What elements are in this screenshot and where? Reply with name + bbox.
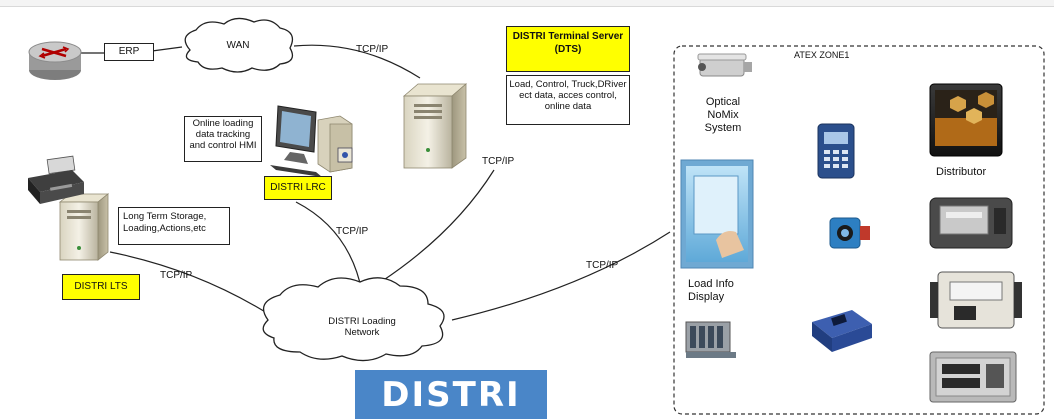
atex-zone-label: ATEX ZONE1 xyxy=(794,50,850,60)
transmitter-icon xyxy=(829,217,870,249)
lrc-network-link xyxy=(295,201,363,293)
wan-dts-link xyxy=(293,44,421,79)
counter-box-icon xyxy=(812,310,872,352)
wan-label: WAN xyxy=(226,40,250,51)
erp-box: ERP xyxy=(104,43,154,61)
rugged-device-icon xyxy=(929,197,1013,249)
network-label: DISTRI Loading Network xyxy=(328,316,396,338)
tcpip-label-lrc: TCP/IP xyxy=(336,226,369,237)
explosion-proof-display-icon xyxy=(929,351,1017,403)
lts-label: DISTRI LTS xyxy=(62,274,140,300)
network-atex-link xyxy=(451,231,671,321)
atex-zone-boundary xyxy=(673,45,1045,415)
tcpip-label-wan: TCP/IP xyxy=(356,44,389,55)
hmi-description-box: Online loading data tracking and control… xyxy=(184,116,262,162)
load-info-label: Load Info Display xyxy=(688,278,734,303)
lts-server-icon xyxy=(58,193,110,261)
dts-title-box: DISTRI Terminal Server (DTS) xyxy=(506,26,630,72)
tcpip-label-lts: TCP/IP xyxy=(160,270,193,281)
distributor-screen-icon xyxy=(929,83,1003,157)
nomix-label: Optical NoMix System xyxy=(704,96,742,134)
lts-network-link xyxy=(109,251,276,319)
network-cloud xyxy=(262,277,445,362)
router-icon xyxy=(28,41,82,80)
dts-network-link xyxy=(364,169,495,293)
distri-logo: DISTRI xyxy=(355,370,547,419)
wan-cloud xyxy=(184,17,294,73)
tcpip-label-dts: TCP/IP xyxy=(482,156,515,167)
optical-camera-icon xyxy=(697,53,752,77)
distributor-label: Distributor xyxy=(936,166,987,178)
lrc-workstation-icon xyxy=(270,105,353,177)
field-enclosure-icon xyxy=(930,271,1022,329)
erp-wan-link xyxy=(151,46,183,52)
dts-description-box: Load, Control, Truck,DRiver ect data, ac… xyxy=(506,75,630,125)
tcpip-label-atex: TCP/IP xyxy=(586,260,619,271)
dts-server-icon xyxy=(402,83,468,169)
lrc-label: DISTRI LRC xyxy=(264,176,332,200)
distri-logo-text: DISTRI xyxy=(381,375,521,415)
io-modules-icon xyxy=(685,321,736,358)
load-info-panel-icon xyxy=(680,159,754,269)
top-strip xyxy=(0,0,1054,7)
handheld-terminal-icon xyxy=(817,123,855,179)
printer-icon xyxy=(28,155,84,204)
lts-description-box: Long Term Storage, Loading,Actions,etc xyxy=(118,207,230,245)
